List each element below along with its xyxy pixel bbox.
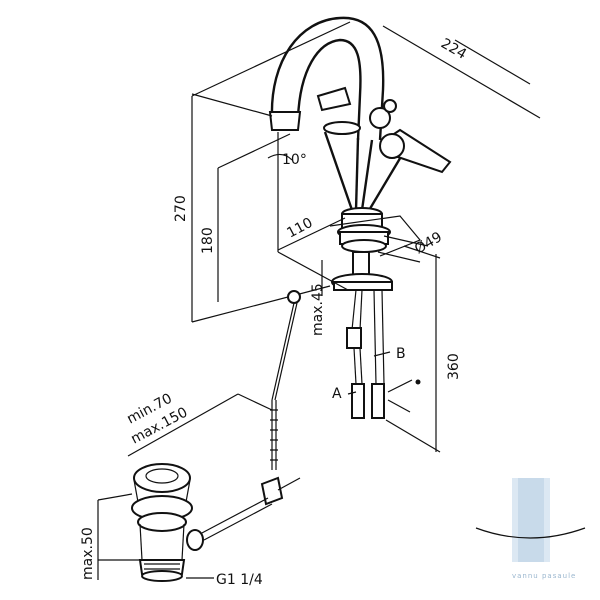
dimension-180: 180 [200, 133, 291, 302]
thread-callout: G1 1/4 [186, 572, 263, 588]
dim-max50-label: max.50 [80, 527, 96, 580]
watermark-logo: vannu pasaule [475, 478, 586, 580]
faucet-body [316, 86, 452, 213]
dim-10deg-label: 10° [282, 152, 307, 168]
hose-b-label: B [396, 346, 406, 362]
dim-224-label: 224 [438, 36, 469, 63]
dimension-360: 360 [385, 245, 462, 453]
dimension-10deg: 10° [267, 132, 307, 252]
dimension-224: 224 [191, 21, 541, 119]
dimension-min70-max150: min.70 max.150 [124, 391, 273, 457]
faucet-base [329, 207, 421, 419]
dim-180-label: 180 [200, 227, 216, 254]
watermark-text: vannu pasaule [512, 572, 576, 580]
hose-labels: A B [332, 346, 421, 413]
faucet-spout [268, 16, 385, 141]
dim-max45-label: max.45 [310, 283, 326, 336]
thread-label: G1 1/4 [216, 572, 263, 588]
lift-rod [270, 290, 301, 470]
dim-110-label: 110 [284, 215, 315, 242]
dim-49-label: Ø49 [412, 229, 445, 257]
hose-a-label: A [332, 386, 342, 402]
dimension-270: 270 [173, 96, 193, 322]
linkage-rod [199, 476, 301, 541]
waste-plug [131, 463, 204, 582]
dim-270-label: 270 [173, 195, 189, 222]
dimension-max50: max.50 [80, 493, 140, 580]
dimension-max45: max.45 [191, 260, 331, 336]
dim-360-label: 360 [446, 353, 462, 380]
